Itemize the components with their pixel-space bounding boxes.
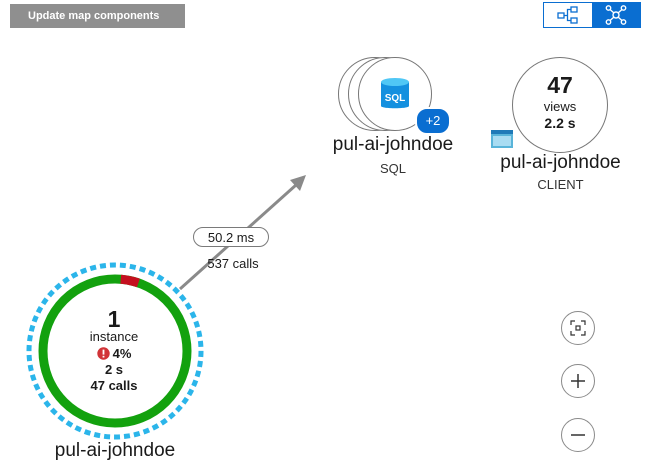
sql-node-type: SQL [379,161,406,176]
edge-calls-label: 537 calls [207,256,259,271]
update-map-components-button[interactable]: Update map components [10,4,185,28]
client-duration: 2.2 s [544,115,576,131]
app-duration: 2 s [104,362,124,377]
sql-node-count-badge[interactable]: +2 [415,107,451,135]
app-instance-label: instance [89,329,139,344]
browser-window-icon [491,130,513,148]
zoom-to-fit-button[interactable] [561,311,595,345]
minus-icon [571,434,585,436]
app-failure-rate-value: 4% [112,346,132,361]
network-view-button[interactable] [592,3,640,27]
fit-screen-icon [570,320,586,336]
hierarchy-view-button[interactable] [544,3,592,27]
app-calls: 47 calls [90,378,138,393]
zoom-out-button[interactable] [561,418,595,452]
app-node-name: pul-ai-johndoe [54,440,176,461]
zoom-in-button[interactable] [561,364,595,398]
sql-database-icon: SQL [381,78,409,109]
app-failure-rate: 4% [54,346,174,361]
client-node-type: CLIENT [537,177,584,192]
client-node-name: pul-ai-johndoe [500,152,621,173]
plus-icon [571,374,585,388]
sql-node-name: pul-ai-johndoe [332,134,454,155]
view-toggle [543,2,641,28]
svg-text:SQL: SQL [385,93,406,104]
client-views-label: views [543,99,577,114]
hierarchy-view-icon [557,6,578,24]
client-node[interactable] [512,57,608,153]
app-instance-count: 1 [107,306,121,332]
network-view-icon [605,5,627,25]
client-views-count: 47 [547,72,573,98]
app-node-health-ring[interactable] [24,260,206,442]
error-icon [96,347,110,360]
edge-duration-label[interactable]: 50.2 ms [193,227,269,247]
